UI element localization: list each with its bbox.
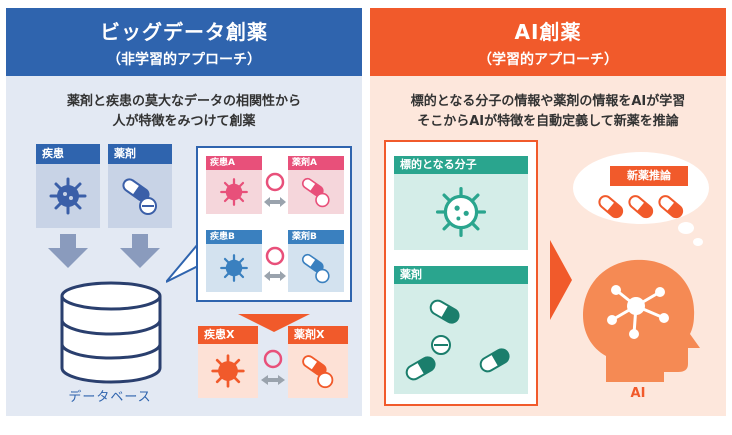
- learning-data-frame: 標的となる分子 薬剤: [384, 140, 538, 406]
- source-disease-box: 疾患: [36, 144, 100, 228]
- big-data-description: 薬剤と疾患の莫大なデータの相関性から 人が特徴をみつけて創薬: [6, 92, 362, 132]
- big-data-desc-line2: 人が特徴をみつけて創薬: [112, 114, 256, 129]
- right-arrow-icon: [550, 240, 572, 320]
- new-drug-inference-label: 新薬推論: [610, 166, 688, 186]
- pair-disease-a-body: [206, 170, 262, 214]
- virus-icon: [220, 178, 248, 206]
- target-molecule-label: 標的となる分子: [394, 156, 528, 174]
- virus-icon: [49, 177, 87, 215]
- disease-x-label: 疾患X: [198, 326, 258, 344]
- pill-icon: [302, 355, 334, 389]
- virus-icon: [211, 354, 245, 388]
- source-drug-box: 薬剤: [108, 144, 172, 228]
- pair-drug-b-body: [288, 244, 344, 292]
- pill-icon: [405, 299, 510, 381]
- ai-title: AI創薬: [514, 20, 582, 44]
- match-circle-icon: [264, 246, 286, 281]
- pair-disease-b-body: [206, 244, 262, 292]
- source-drug-body: [108, 164, 172, 228]
- database-label: データベース: [68, 390, 152, 405]
- ai-subtitle: （学習的アプローチ）: [478, 52, 618, 68]
- virus-icon: [435, 186, 487, 238]
- pair-drug-a-body: [288, 170, 344, 214]
- source-disease-label: 疾患: [36, 144, 100, 164]
- big-data-title: ビッグデータ創薬: [100, 20, 268, 44]
- pair-drug-b-label: 薬剤B: [288, 230, 344, 244]
- drug-data-body: [394, 284, 528, 394]
- pair-drug-a-label: 薬剤A: [288, 156, 344, 170]
- ai-head-icon: [582, 259, 700, 382]
- pair-disease-a-label: 疾患A: [206, 156, 262, 170]
- down-arrow-icon: [120, 234, 160, 268]
- down-arrow-icon: [48, 234, 88, 268]
- source-disease-body: [36, 164, 100, 228]
- database-icon: [60, 281, 162, 384]
- drug-data-label: 薬剤: [394, 266, 528, 284]
- pair-disease-b-label: 疾患B: [206, 230, 262, 244]
- source-drug-label: 薬剤: [108, 144, 172, 164]
- ai-desc-line1: 標的となる分子の情報や薬剤の情報をAIが学習: [410, 94, 686, 109]
- thought-cloud-icon: [573, 152, 709, 246]
- pill-icon: [122, 178, 157, 215]
- ai-panel: AI創薬 （学習的アプローチ） 標的となる分子の情報や薬剤の情報をAIが学習 そ…: [370, 8, 726, 416]
- ai-label: AI: [630, 386, 646, 401]
- drug-x-label: 薬剤X: [288, 326, 348, 344]
- big-data-subtitle: （非学習的アプローチ）: [107, 52, 261, 68]
- big-data-panel: ビッグデータ創薬 （非学習的アプローチ） 薬剤と疾患の莫大なデータの相関性から …: [6, 8, 362, 416]
- ai-desc-line2: そこからAIが特徴を自動定義して新薬を推論: [417, 114, 679, 129]
- pill-icon: [301, 177, 330, 208]
- match-circle-icon: [261, 349, 285, 385]
- match-circle-icon: [264, 172, 286, 207]
- big-data-desc-line1: 薬剤と疾患の莫大なデータの相関性から: [66, 94, 301, 109]
- pill-icon: [301, 253, 330, 284]
- correlation-bubble: 疾患A 薬剤A 疾患B: [196, 146, 352, 302]
- target-molecule-body: [394, 174, 528, 250]
- drug-x-body: [288, 344, 348, 398]
- virus-icon: [220, 254, 248, 282]
- big-data-header: ビッグデータ創薬 （非学習的アプローチ）: [6, 8, 362, 76]
- ai-description: 標的となる分子の情報や薬剤の情報をAIが学習 そこからAIが特徴を自動定義して新…: [370, 92, 726, 132]
- disease-x-body: [198, 344, 258, 398]
- ai-header: AI創薬 （学習的アプローチ）: [370, 8, 726, 76]
